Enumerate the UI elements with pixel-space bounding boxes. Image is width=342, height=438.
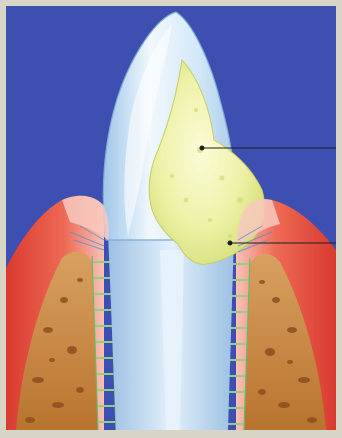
figure-frame [0, 0, 342, 438]
tooth-illustration [0, 0, 342, 438]
